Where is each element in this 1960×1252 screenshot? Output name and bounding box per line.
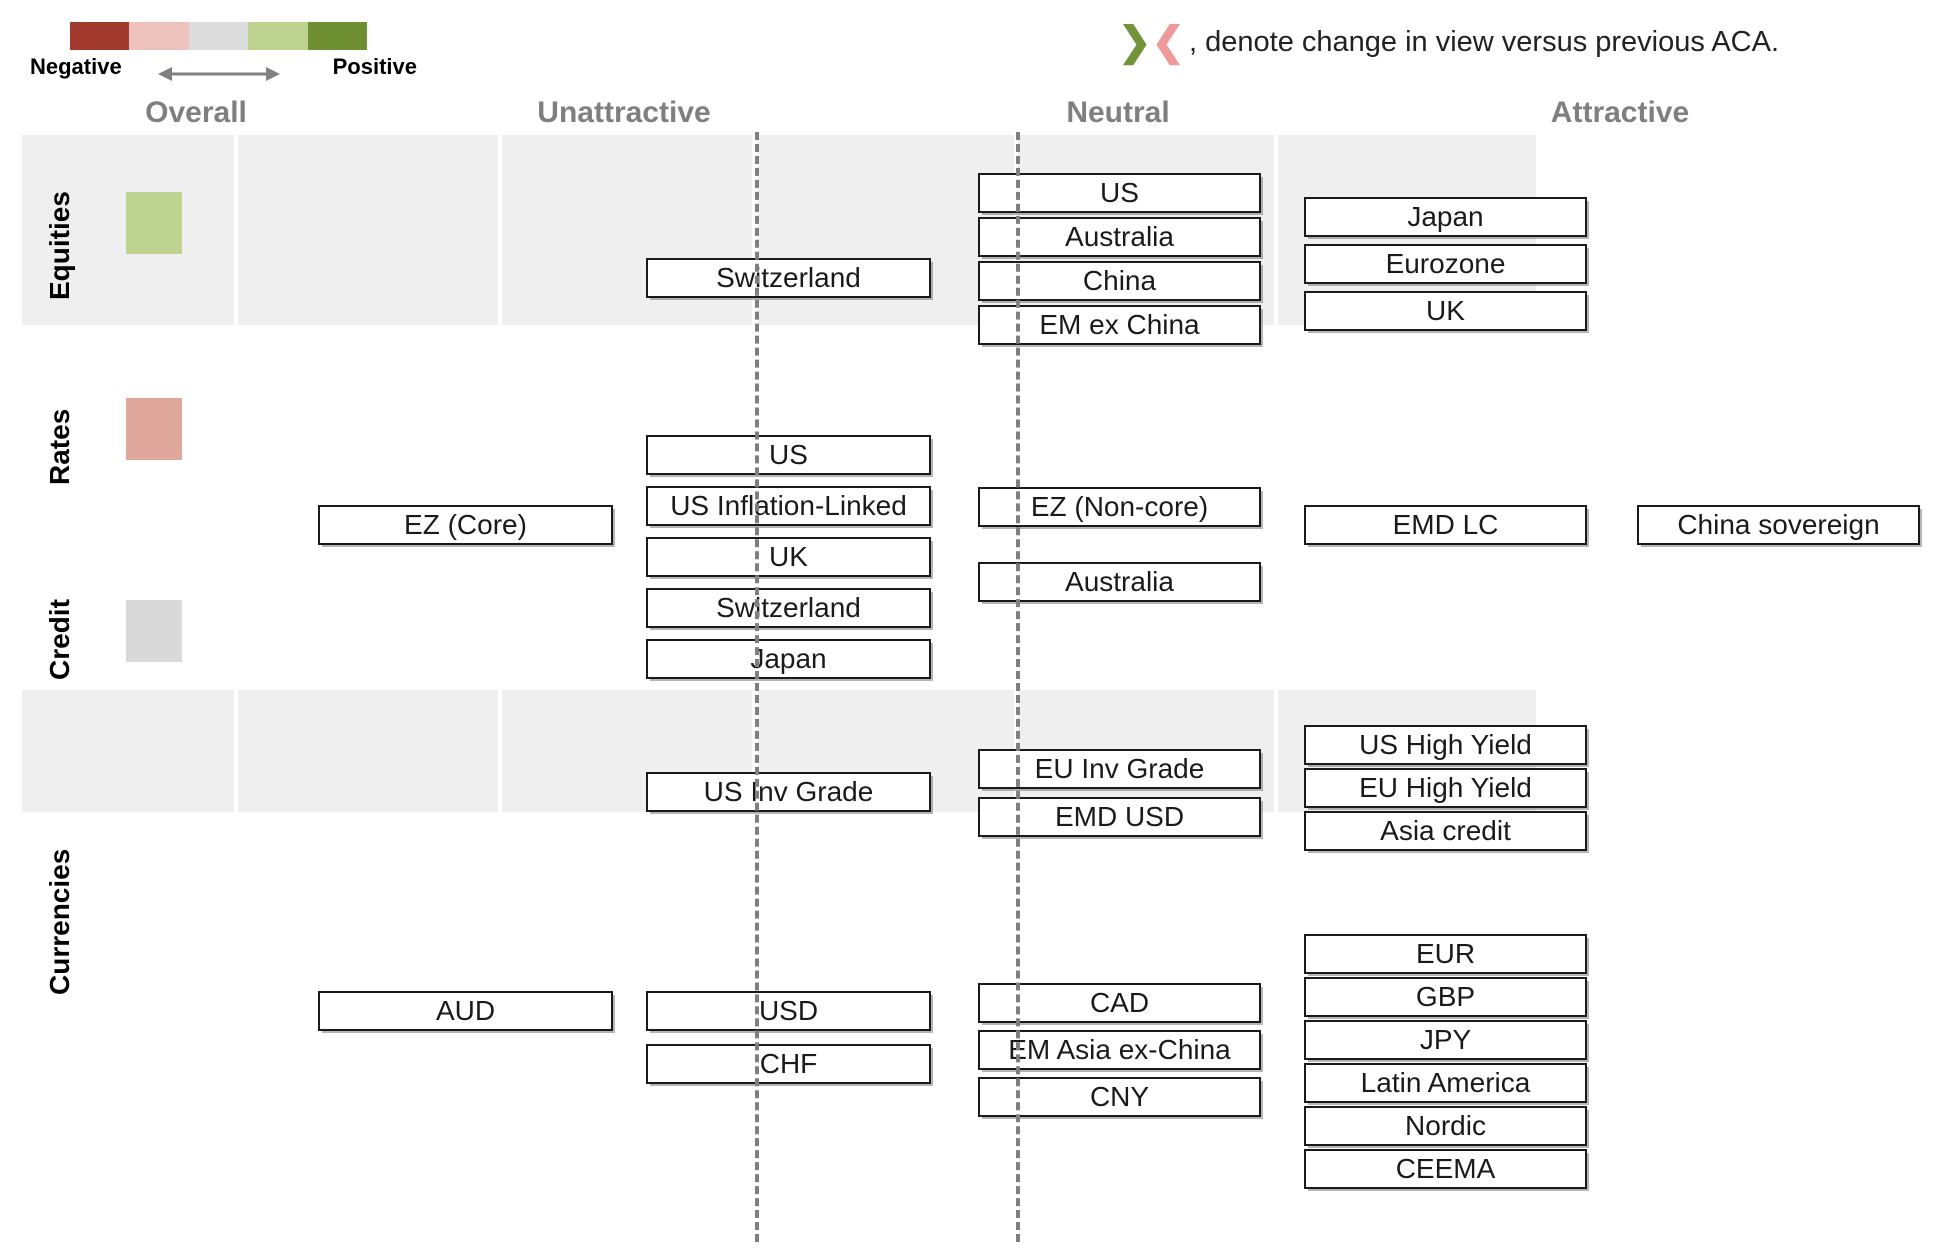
scale-swatch-3 (248, 22, 308, 50)
asset-box[interactable]: US High Yield (1304, 725, 1587, 765)
column-header-neutral: Neutral (1066, 96, 1170, 129)
chevron-up-icon: ❯ (1118, 20, 1151, 64)
asset-box[interactable]: EMD LC (1304, 505, 1587, 545)
asset-box[interactable]: Japan (646, 639, 931, 679)
asset-box[interactable]: CEEMA (1304, 1149, 1587, 1189)
row-label-currencies: Currencies (44, 848, 75, 995)
legend-positive-label: Positive (332, 54, 417, 79)
asset-box[interactable]: EZ (Non-core) (978, 487, 1261, 527)
overall-swatch-rates (126, 398, 182, 460)
asset-box[interactable]: EM ex China (978, 305, 1261, 345)
asset-box[interactable]: Asia credit (1304, 811, 1587, 851)
asset-box[interactable]: Eurozone (1304, 244, 1587, 284)
asset-box[interactable]: Switzerland (646, 258, 931, 298)
asset-box[interactable]: JPY (1304, 1020, 1587, 1060)
column-header-unattractive: Unattractive (537, 96, 711, 129)
change-in-view-note: ❯ ❮ , denote change in view versus previ… (1118, 18, 1780, 64)
note-text: , denote change in view versus previous … (1189, 26, 1780, 58)
scale-swatch-1 (129, 22, 189, 50)
overall-swatch-equities (126, 192, 182, 254)
band-cell (22, 690, 234, 812)
asset-box[interactable]: EU Inv Grade (978, 749, 1261, 789)
asset-box[interactable]: AUD (318, 991, 613, 1031)
asset-box[interactable]: EU High Yield (1304, 768, 1587, 808)
color-scale-legend: Negative Positive (30, 22, 417, 81)
asset-box[interactable]: Japan (1304, 197, 1587, 237)
asset-box[interactable]: CHF (646, 1044, 931, 1084)
asset-box[interactable]: Australia (978, 562, 1261, 602)
scale-swatch-4 (307, 22, 368, 50)
asset-box[interactable]: US (978, 173, 1261, 213)
column-header-overall: Overall (145, 96, 247, 129)
asset-box[interactable]: Latin America (1304, 1063, 1587, 1103)
asset-box[interactable]: GBP (1304, 977, 1587, 1017)
column-divider-0 (755, 132, 759, 1242)
row-label-credit: Credit (44, 599, 75, 680)
asset-box[interactable]: USD (646, 991, 931, 1031)
double-headed-arrow-icon (158, 64, 280, 81)
asset-box[interactable]: Nordic (1304, 1106, 1587, 1146)
band-cell (238, 135, 498, 325)
asset-box[interactable]: EZ (Core) (318, 505, 613, 545)
scale-swatch-0 (70, 22, 130, 50)
asset-box[interactable]: EUR (1304, 934, 1587, 974)
chevron-down-icon: ❮ (1151, 20, 1185, 64)
column-divider-1 (1016, 132, 1020, 1242)
column-header-attractive: Attractive (1550, 96, 1690, 129)
color-scale-strip (70, 22, 368, 50)
asset-box[interactable]: EMD USD (978, 797, 1261, 837)
band-cell (238, 690, 498, 812)
asset-box[interactable]: China (978, 261, 1261, 301)
legend-negative-label: Negative (30, 54, 122, 79)
overall-swatch-credit (126, 600, 182, 662)
asset-box[interactable]: CAD (978, 983, 1261, 1023)
asset-box[interactable]: UK (646, 537, 931, 577)
asset-box[interactable]: Switzerland (646, 588, 931, 628)
row-label-rates: Rates (44, 408, 75, 485)
asset-box[interactable]: US (646, 435, 931, 475)
asset-box[interactable]: Australia (978, 217, 1261, 257)
asset-box[interactable]: UK (1304, 291, 1587, 331)
row-label-equities: Equities (44, 191, 75, 300)
asset-box[interactable]: CNY (978, 1077, 1261, 1117)
asset-box[interactable]: US Inflation-Linked (646, 486, 931, 526)
asset-box[interactable]: EM Asia ex-China (978, 1030, 1261, 1070)
asset-box[interactable]: China sovereign (1637, 505, 1920, 545)
scale-swatch-2 (188, 22, 249, 50)
asset-box[interactable]: US Inv Grade (646, 772, 931, 812)
